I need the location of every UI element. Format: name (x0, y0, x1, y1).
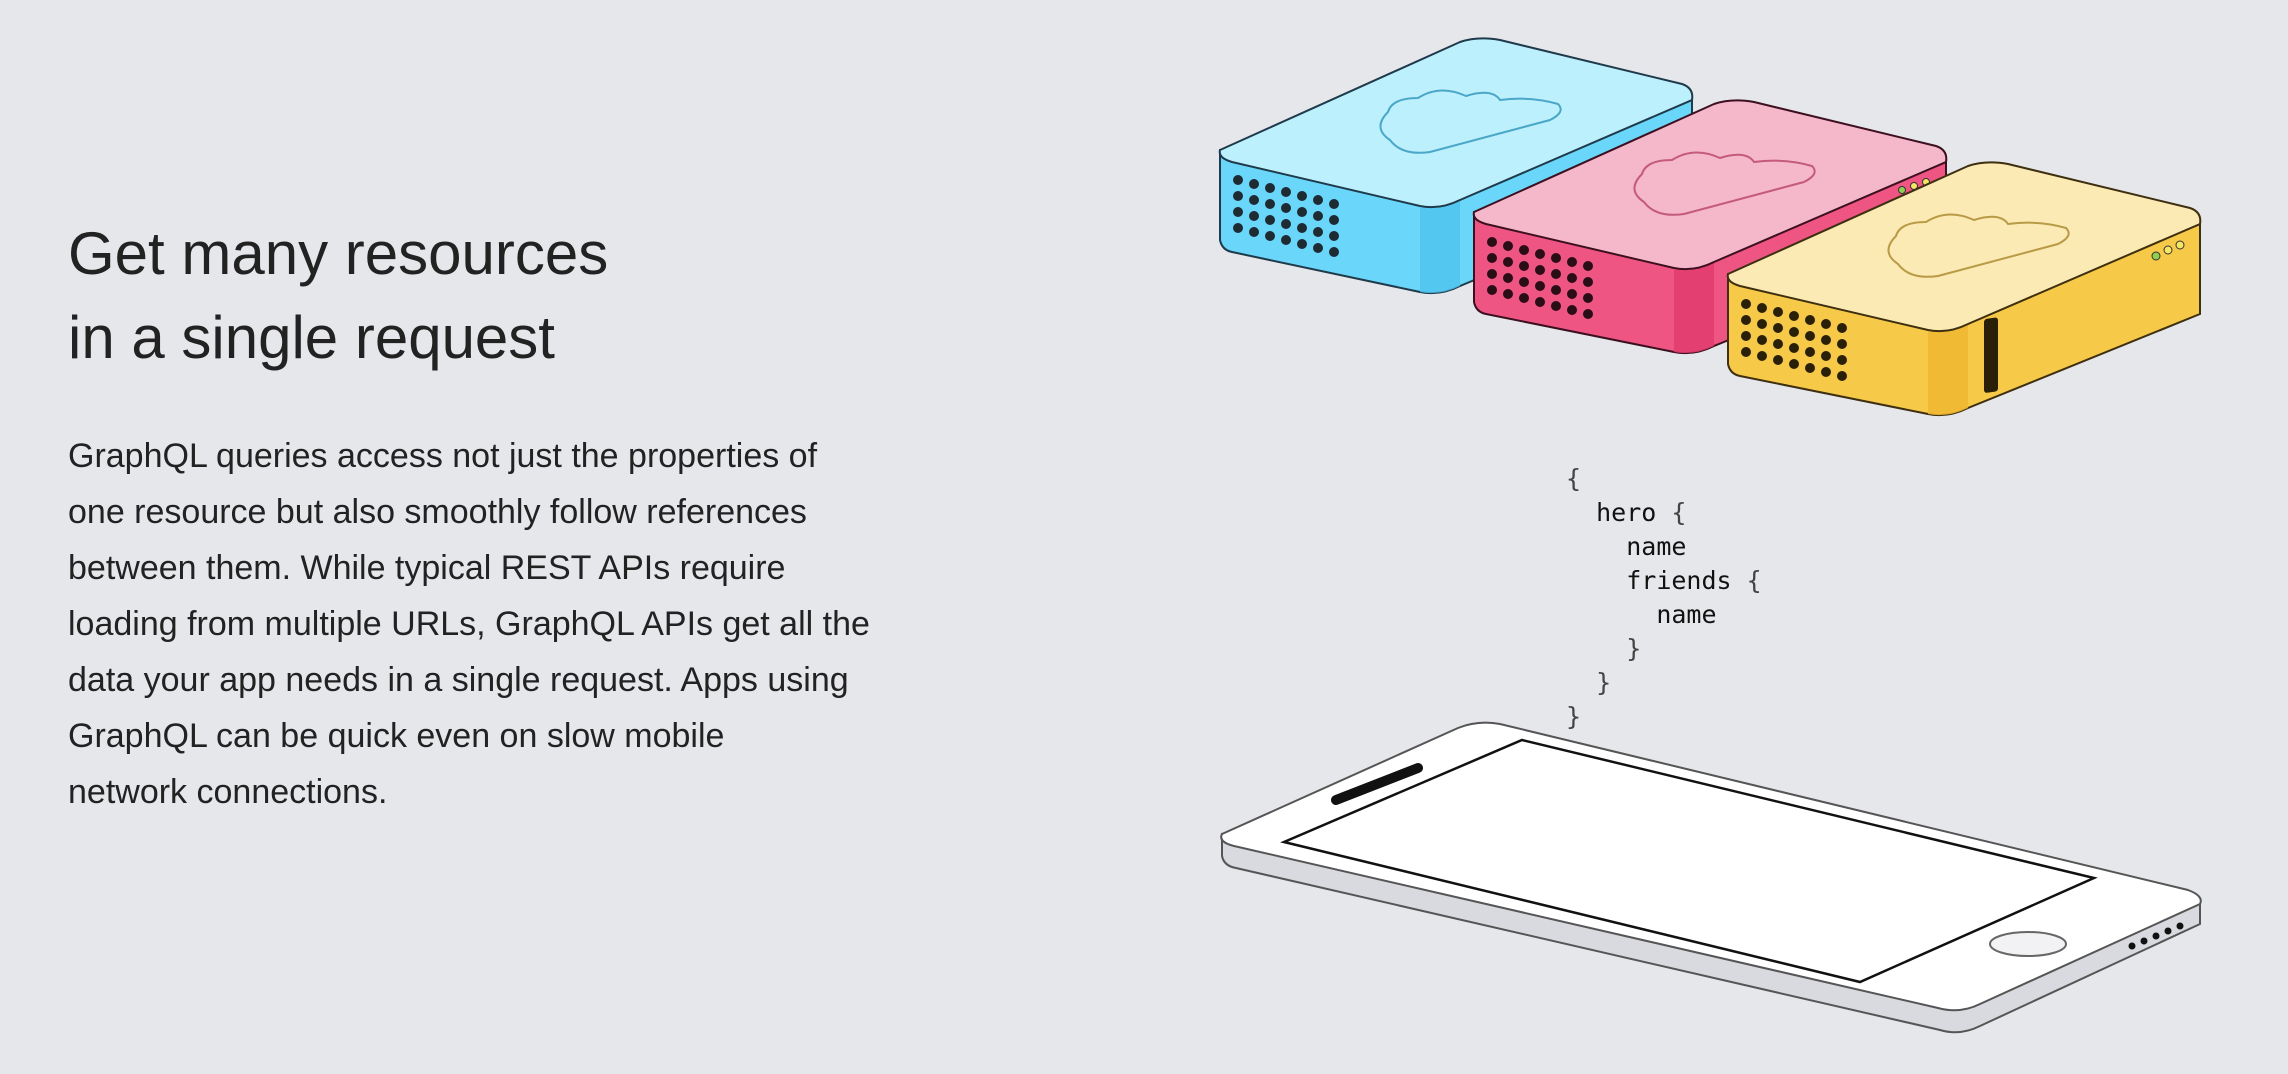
query-line-4: friends { (1566, 564, 1762, 598)
speaker-grille-icon (1233, 175, 1339, 257)
description-line-7: network connections. (68, 773, 388, 811)
query-line-5: name (1566, 598, 1762, 632)
server-blue (1218, 37, 1694, 295)
server-pink (1472, 99, 1948, 355)
server-yellow (1726, 161, 2202, 417)
description-line-4: loading from multiple URLs, GraphQL APIs… (68, 605, 870, 643)
cloud-icon (1633, 151, 1816, 216)
phone-earpiece (1331, 763, 1423, 805)
query-hero-open-brace: { (1671, 498, 1687, 527)
feature-headline: Get many resources in a single request (68, 212, 928, 380)
feature-text: Get many resources in a single request G… (68, 212, 928, 820)
query-hero-close-brace: } (1596, 668, 1612, 697)
query-line-3: name (1566, 530, 1762, 564)
query-name-field: name (1626, 532, 1687, 561)
description-line-2: one resource but also smoothly follow re… (68, 493, 807, 531)
query-open-brace: { (1566, 464, 1582, 493)
graphql-query: { hero { name friends { name } }} (1566, 462, 1762, 734)
cloud-icon (1887, 213, 2070, 278)
query-line-1: { (1566, 462, 1762, 496)
headline-line-2: in a single request (68, 304, 555, 371)
phone (1220, 721, 2202, 1034)
speaker-grille-icon (1741, 299, 1847, 381)
description-line-6: GraphQL can be quick even on slow mobile (68, 717, 725, 755)
query-friend-name-field: name (1656, 600, 1717, 629)
query-close-brace: } (1566, 702, 1582, 731)
speaker-grille-icon (1487, 237, 1593, 319)
status-led-icon (2151, 240, 2185, 261)
headline-line-1: Get many resources (68, 220, 609, 287)
cloud-icon (1379, 89, 1562, 154)
query-line-7: } (1566, 666, 1762, 700)
query-line-6: } (1566, 632, 1762, 666)
phone-screen (1280, 738, 2098, 984)
query-hero-field: hero (1596, 498, 1657, 527)
query-line-2: hero { (1566, 496, 1762, 530)
description-line-1: GraphQL queries access not just the prop… (68, 437, 818, 475)
speaker-grille-icon (2128, 922, 2184, 950)
description-line-5: data your app needs in a single request.… (68, 661, 849, 699)
query-friends-close-brace: } (1626, 634, 1642, 663)
feature-description: GraphQL queries access not just the prop… (68, 428, 928, 820)
query-line-8: } (1566, 700, 1762, 734)
query-friends-field: friends (1626, 566, 1732, 595)
query-friends-open-brace: { (1746, 566, 1762, 595)
phone-home-button (1989, 931, 2067, 957)
description-line-3: between them. While typical REST APIs re… (68, 549, 786, 587)
